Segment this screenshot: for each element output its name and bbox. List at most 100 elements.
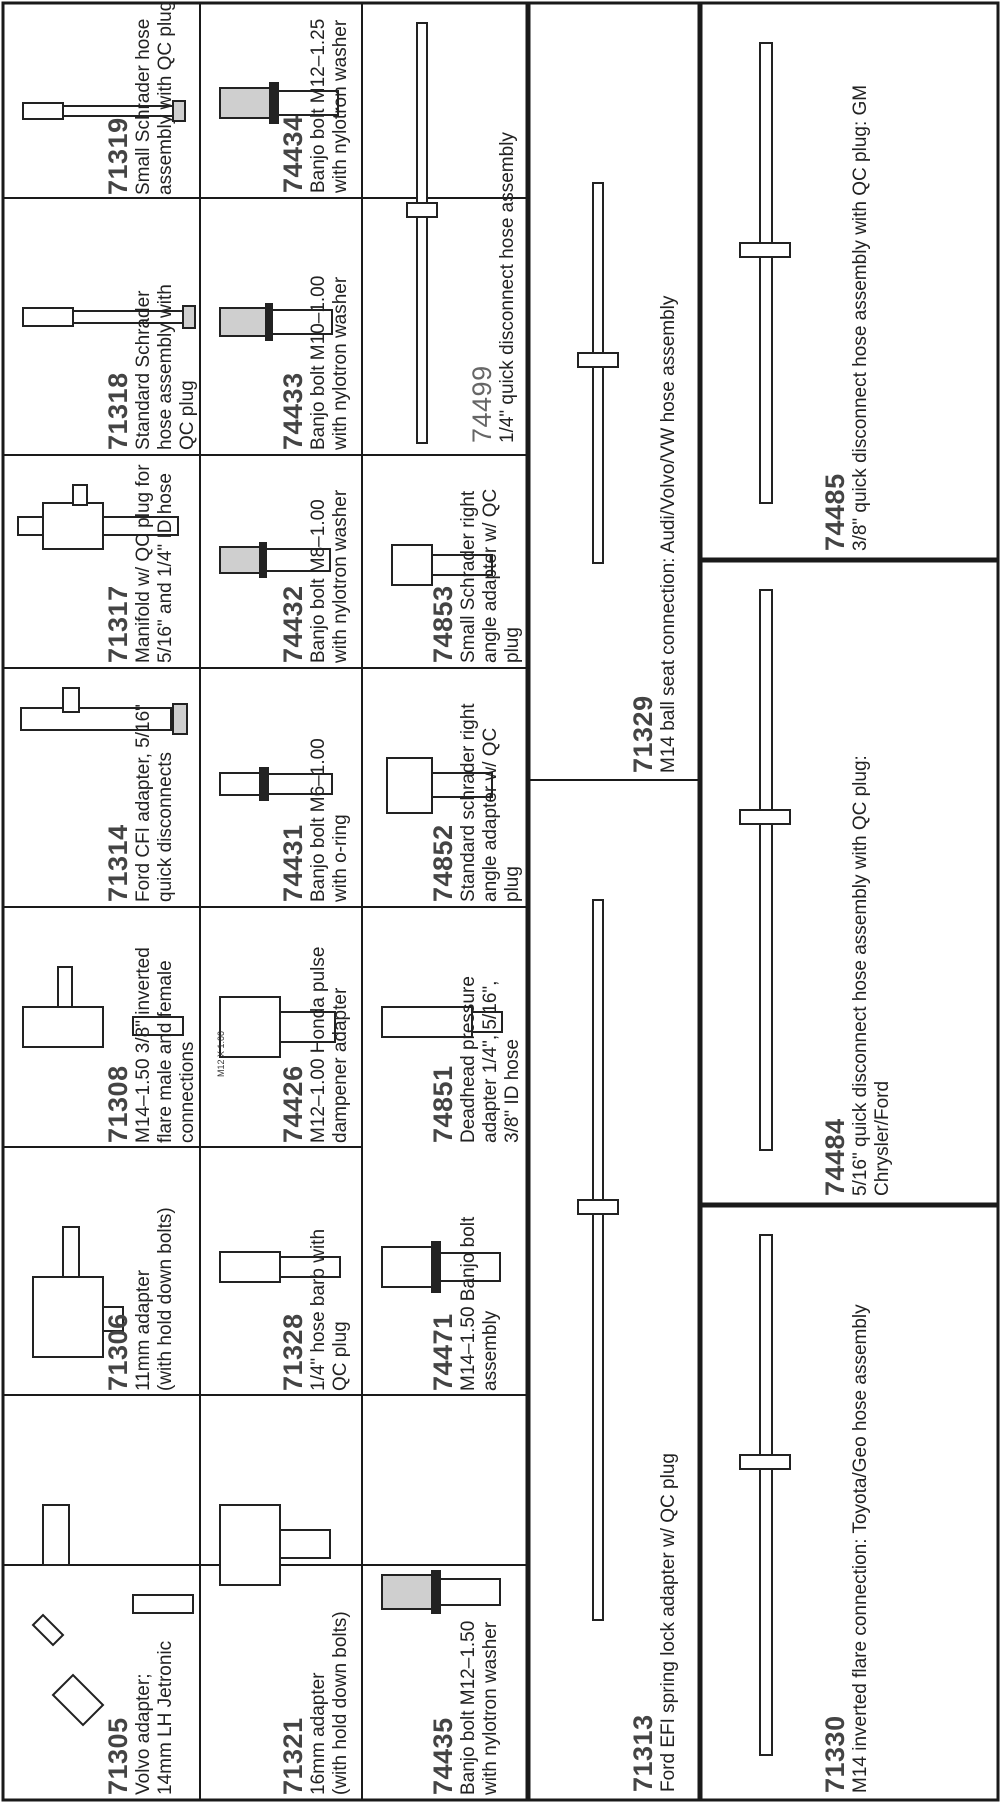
thread-stamp: M12 X 1.00 xyxy=(216,1030,226,1077)
part-number: 71313 xyxy=(628,1714,658,1792)
part-description: Banjo bolt M10–1.00 with nylotron washer xyxy=(308,275,351,450)
part-number: 71317 xyxy=(103,585,133,663)
ford-cfi-adapter-illustration xyxy=(20,687,188,735)
part-74433: 74433 Banjo bolt M10–1.00 with nylotron … xyxy=(200,198,362,455)
manifold-illustration xyxy=(17,484,179,550)
part-74852: 74852 Standard schrader right angle adap… xyxy=(362,668,528,907)
part-number: 74434 xyxy=(278,115,308,193)
part-71305: 71305 Volvo adapter; 14mm LH Jetronic xyxy=(3,1395,200,1800)
part-description: M14 ball seat connection: Audi/Volvo/VW … xyxy=(658,295,679,773)
banjo-bolt-m12-150-illustration xyxy=(381,1570,501,1614)
part-number: 71305 xyxy=(103,1717,133,1795)
part-description: 1/4" quick disconnect hose assembly xyxy=(497,132,518,443)
part-number: 74851 xyxy=(428,1065,458,1143)
part-description: Banjo bolt M6–1.00 with o-ring xyxy=(308,738,351,902)
toyota-geo-hose-illustration xyxy=(739,1234,791,1756)
part-74499: 74499 1/4" quick disconnect hose assembl… xyxy=(362,3,528,455)
part-74853: 74853 Small Schrader right angle adapter… xyxy=(362,455,528,668)
hose-barb-illustration xyxy=(219,1251,341,1283)
audi-volvo-vw-hose-illustration xyxy=(577,182,619,564)
part-number: 74484 xyxy=(820,1118,850,1196)
part-description: 5/16" quick disconnect hose assembly wit… xyxy=(850,755,893,1196)
part-74435: 74435 Banjo bolt M12–1.50 with nylotron … xyxy=(362,1395,528,1800)
part-description: Small Schrader hose assembly with QC plu… xyxy=(133,0,176,195)
part-71330: 71330 M14 inverted flare connection: Toy… xyxy=(700,1205,998,1800)
part-description: 1/4" hose barb with QC plug xyxy=(308,1228,351,1391)
part-description: Standard Schrader hose assembly with QC … xyxy=(133,284,198,450)
banjo-bolt-m6-illustration xyxy=(219,767,333,801)
part-number: 74852 xyxy=(428,824,458,902)
schrader-hose-standard-illustration xyxy=(22,305,196,329)
part-71329: 71329 M14 ball seat connection: Audi/Vol… xyxy=(528,3,700,780)
banjo-bolt-m10-illustration xyxy=(219,303,333,341)
part-number: 71330 xyxy=(820,1715,850,1793)
deadhead-adapter-illustration xyxy=(381,1006,503,1038)
part-description: 11mm adapter (with hold down bolts) xyxy=(133,1207,176,1391)
part-description: Ford CFI adapter, 5/16" quick disconnect… xyxy=(133,704,176,902)
part-74851: 74851 Deadhead pressure adapter 1/4", 5/… xyxy=(362,907,528,1147)
part-number: 74485 xyxy=(820,473,850,551)
part-description: Standard schrader right angle adapter w/… xyxy=(458,703,523,902)
part-71328: 71328 1/4" hose barb with QC plug xyxy=(200,1147,362,1395)
part-71314: 71314 Ford CFI adapter, 5/16" quick disc… xyxy=(3,668,200,907)
part-71318: 71318 Standard Schrader hose assembly wi… xyxy=(3,198,200,455)
part-number: 71321 xyxy=(278,1717,308,1795)
schrader-hose-small-illustration xyxy=(22,100,186,122)
part-description: Small Schrader right angle adapter w/ QC… xyxy=(458,488,523,663)
part-71313: 71313 Ford EFI spring lock adapter w/ QC… xyxy=(528,780,700,1800)
standard-schrader-right-angle-illustration xyxy=(386,757,493,814)
gm-qd-hose-illustration xyxy=(739,42,791,504)
part-description: M12–1.00 Honda pulse dampener adapter xyxy=(308,946,351,1143)
part-number: 71314 xyxy=(103,824,133,902)
ford-efi-spring-lock-illustration xyxy=(577,899,619,1621)
part-description: Banjo bolt M8–1.00 with nylotron washer xyxy=(308,489,351,663)
part-71321: 71321 16mm adapter (with hold down bolts… xyxy=(200,1395,362,1800)
part-number: 74435 xyxy=(428,1717,458,1795)
part-description: 16mm adapter (with hold down bolts) xyxy=(308,1611,351,1795)
part-number: 71306 xyxy=(103,1313,133,1391)
part-74434: 74434 Banjo bolt M12–1.25 with nylotron … xyxy=(200,3,362,198)
quarter-inch-qd-hose-illustration xyxy=(406,22,438,444)
part-description: 3/8" quick disconnect hose assembly with… xyxy=(850,84,871,551)
part-number: 74431 xyxy=(278,824,308,902)
part-description: M14 inverted flare connection: Toyota/Ge… xyxy=(850,1304,871,1793)
part-description: Volvo adapter; 14mm LH Jetronic xyxy=(133,1640,176,1795)
volvo-adapter-illustration xyxy=(31,1504,194,1727)
inverted-flare-adapter-illustration xyxy=(22,966,184,1048)
part-description: Banjo bolt M12–1.50 with nylotron washer xyxy=(458,1620,501,1795)
part-71319: 71319 Small Schrader hose assembly with … xyxy=(3,0,200,198)
part-number: 71319 xyxy=(103,117,133,195)
part-description: Manifold w/ QC plug for 5/16" and 1/4" I… xyxy=(133,464,176,663)
11mm-adapter-illustration xyxy=(32,1226,124,1358)
part-description: M14–1.50 Banjo bolt assembly xyxy=(458,1216,501,1391)
part-74485: 74485 3/8" quick disconnect hose assembl… xyxy=(700,3,998,560)
part-description: Ford EFI spring lock adapter w/ QC plug xyxy=(658,1453,679,1792)
m14-banjo-bolt-illustration xyxy=(381,1241,501,1293)
part-number: 74433 xyxy=(278,372,308,450)
part-71308: 71308 M14–1.50 3/8" inverted flare male … xyxy=(3,907,200,1147)
part-number: 71308 xyxy=(103,1065,133,1143)
part-number: 74471 xyxy=(428,1313,458,1391)
part-number: 71318 xyxy=(103,372,133,450)
part-number: 74432 xyxy=(278,585,308,663)
banjo-bolt-m12-125-illustration xyxy=(219,82,339,124)
part-71317: 71317 Manifold w/ QC plug for 5/16" and … xyxy=(3,455,200,668)
part-71306: 71306 11mm adapter (with hold down bolts… xyxy=(3,1147,200,1395)
part-number: 71328 xyxy=(278,1313,308,1391)
small-schrader-right-angle-illustration xyxy=(391,544,493,586)
part-74484: 74484 5/16" quick disconnect hose assemb… xyxy=(700,560,998,1205)
banjo-bolt-m8-illustration xyxy=(219,542,331,578)
part-number: 71329 xyxy=(628,695,658,773)
part-74426: M12 X 1.00 74426 M12–1.00 Honda pulse da… xyxy=(200,907,362,1147)
part-74432: 74432 Banjo bolt M8–1.00 with nylotron w… xyxy=(200,455,362,668)
honda-pulse-dampener-illustration xyxy=(219,996,336,1058)
part-74471: 74471 M14–1.50 Banjo bolt assembly xyxy=(362,1147,528,1395)
part-74431: 74431 Banjo bolt M6–1.00 with o-ring xyxy=(200,668,362,907)
chrysler-ford-qd-hose-illustration xyxy=(739,589,791,1151)
part-number: 74426 xyxy=(278,1065,308,1143)
part-description: Banjo bolt M12–1.25 with nylotron washer xyxy=(308,18,351,193)
part-number: 74853 xyxy=(428,585,458,663)
part-description: M14–1.50 3/8" inverted flare male and fe… xyxy=(133,947,198,1143)
